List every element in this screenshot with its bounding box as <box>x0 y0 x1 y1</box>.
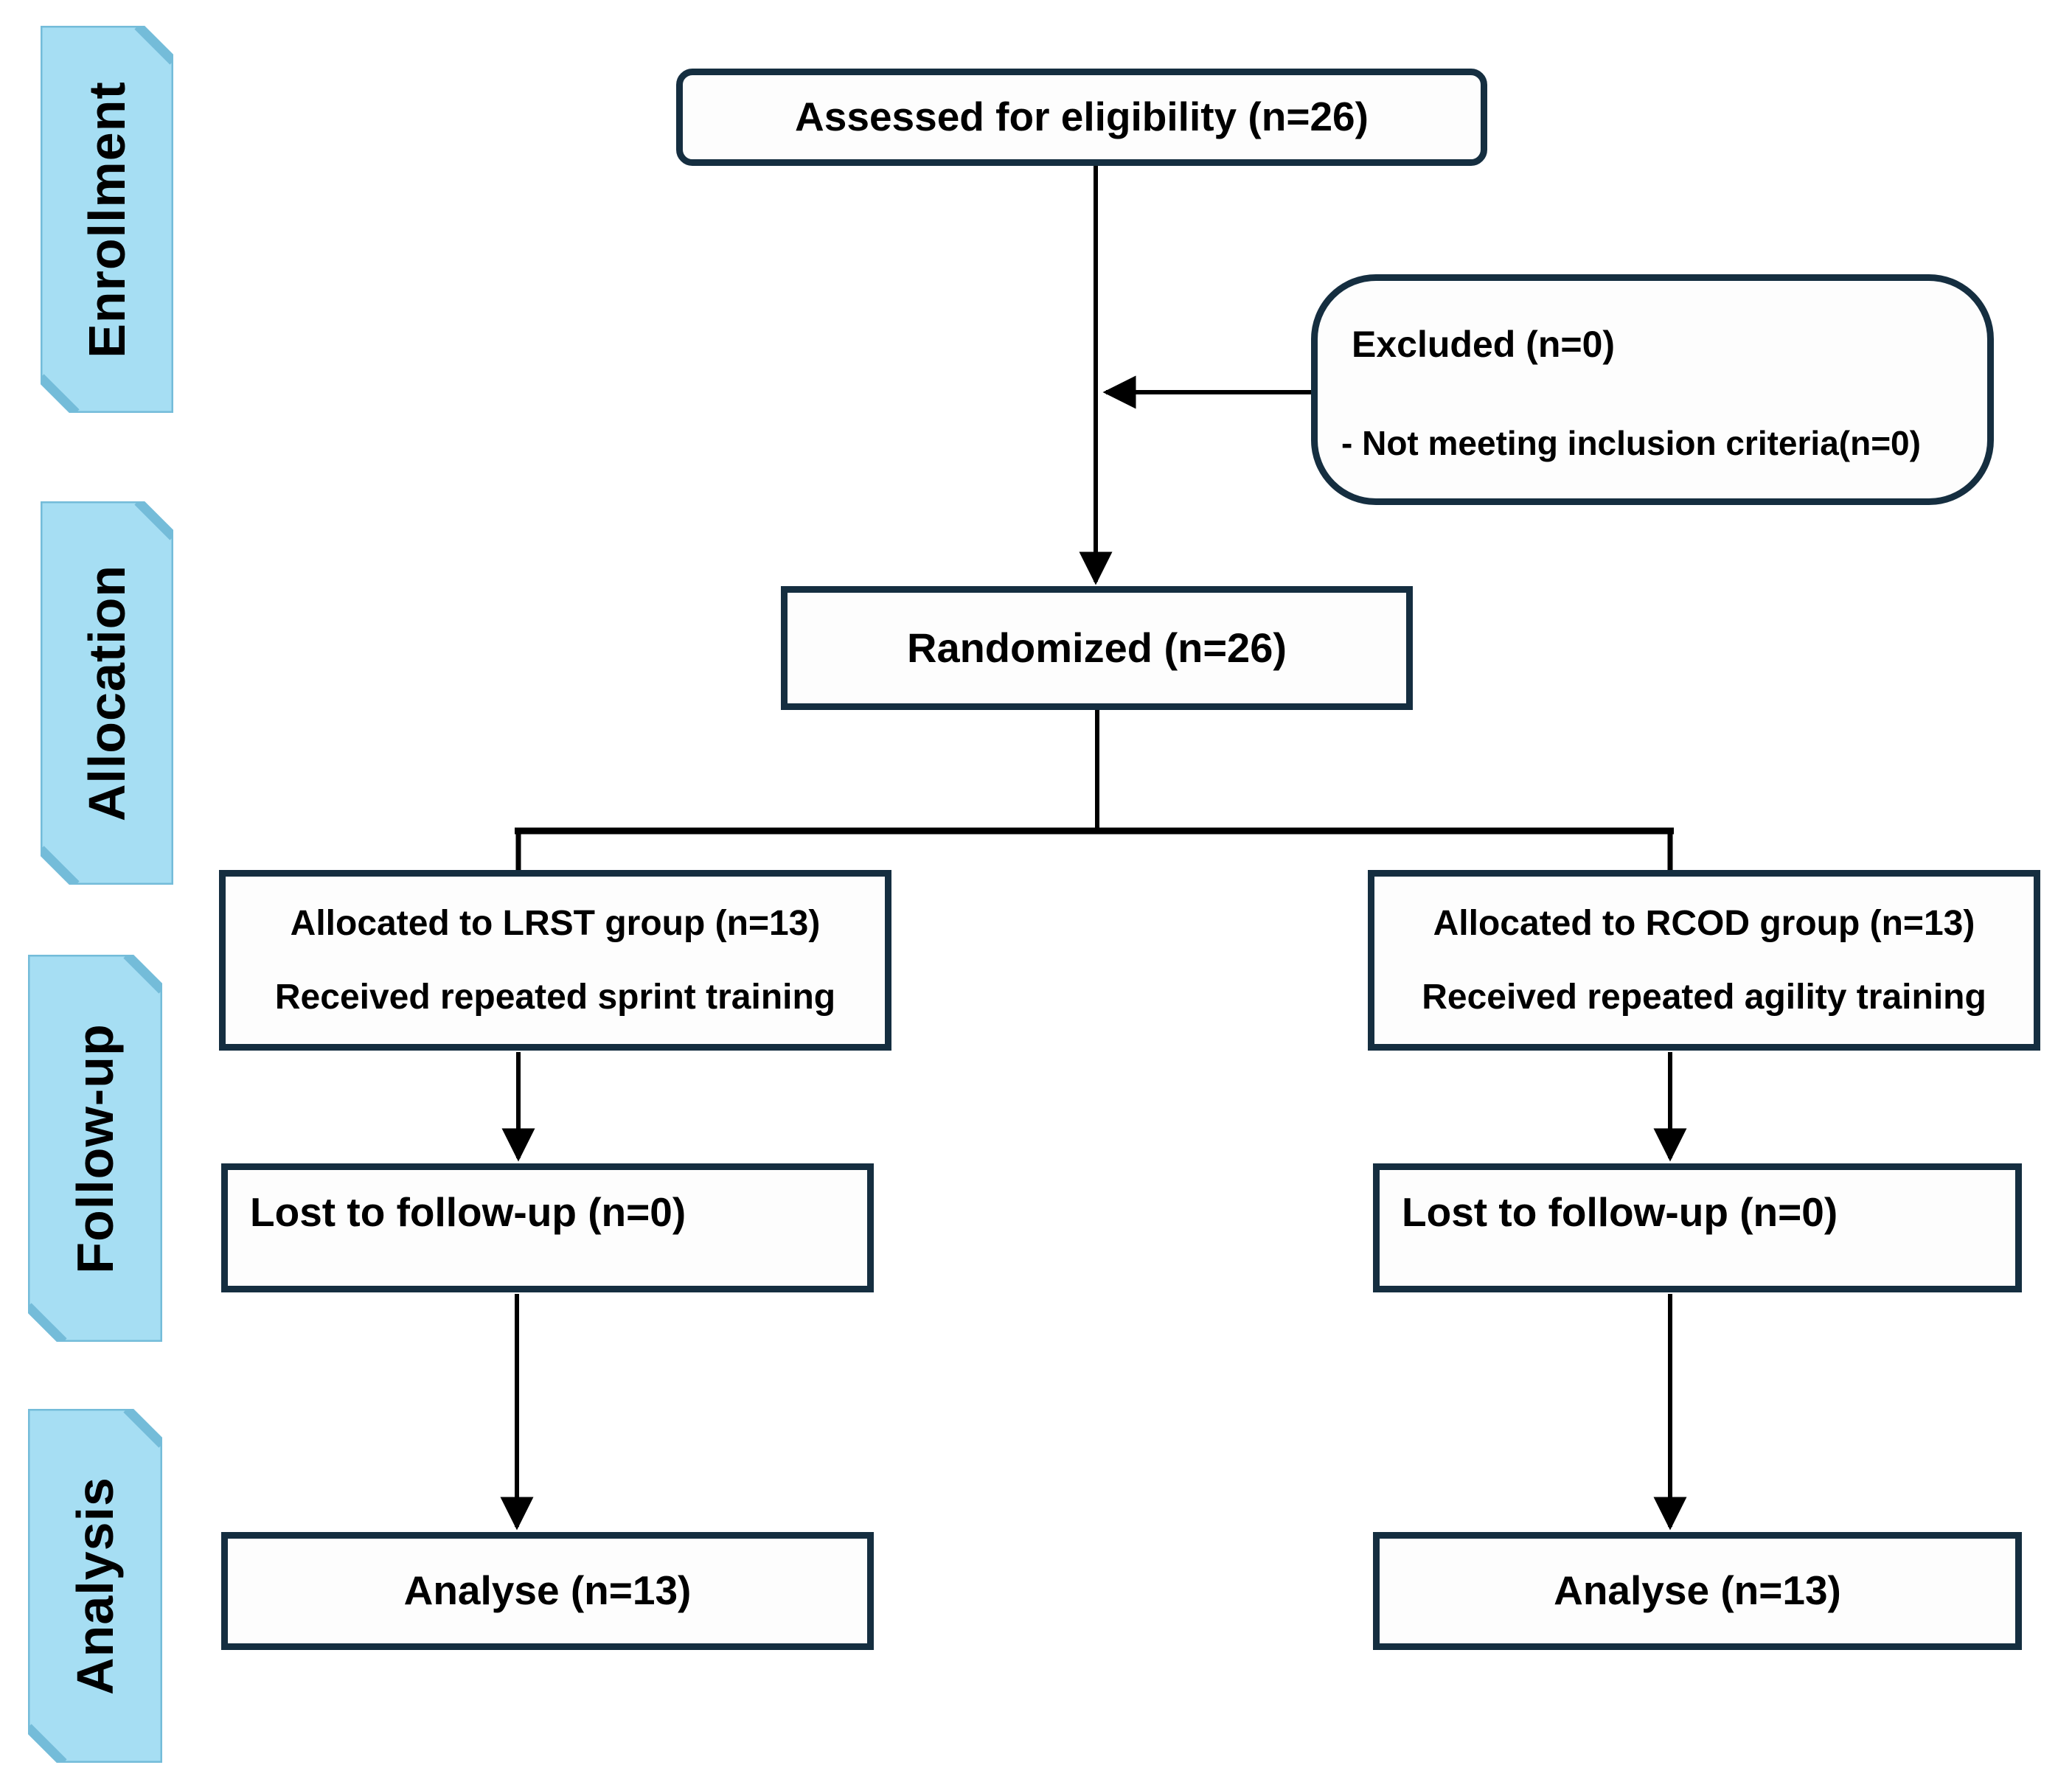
analysed-rcod-box: Analyse (n=13) <box>1373 1532 2022 1650</box>
banner-shape <box>28 1409 162 1763</box>
banner-shape <box>41 26 173 413</box>
excluded-title: Excluded (n=0) <box>1352 324 1616 365</box>
analysed-rcod-text: Analyse (n=13) <box>1554 1567 1841 1614</box>
excluded-box: Excluded (n=0) - Not meeting inclusion c… <box>1311 274 1994 505</box>
banner-shape <box>28 955 162 1342</box>
assessed-eligibility-text: Assessed for eligibility (n=26) <box>795 94 1369 140</box>
randomized-text: Randomized (n=26) <box>907 624 1287 671</box>
analysed-lrst-text: Analyse (n=13) <box>403 1567 692 1614</box>
stage-label-allocation: Allocation <box>78 564 136 822</box>
lost-followup-rcod-box: Lost to follow-up (n=0) <box>1373 1163 2022 1292</box>
lost-followup-rcod-text: Lost to follow-up (n=0) <box>1402 1189 1838 1235</box>
allocated-lrst-line1: Allocated to LRST group (n=13) <box>290 903 821 943</box>
stage-label-followup: Follow-up <box>66 1023 124 1274</box>
stage-label-analysis: Analysis <box>66 1477 124 1695</box>
assessed-eligibility-box: Assessed for eligibility (n=26) <box>676 69 1487 166</box>
stage-label-enrollment: Enrollment <box>78 80 136 358</box>
stage-banner-followup: Follow-up <box>28 955 162 1342</box>
randomized-box: Randomized (n=26) <box>781 586 1413 710</box>
allocated-rcod-box: Allocated to RCOD group (n=13) Received … <box>1368 870 2040 1051</box>
stage-banner-allocation: Allocation <box>41 501 173 885</box>
banner-shape <box>41 501 173 885</box>
allocated-rcod-line1: Allocated to RCOD group (n=13) <box>1433 903 1975 943</box>
stage-banner-enrollment: Enrollment <box>41 26 173 413</box>
lost-followup-lrst-text: Lost to follow-up (n=0) <box>250 1189 686 1235</box>
analysed-lrst-box: Analyse (n=13) <box>221 1532 874 1650</box>
lost-followup-lrst-box: Lost to follow-up (n=0) <box>221 1163 874 1292</box>
allocated-rcod-line2: Received repeated agility training <box>1422 978 1986 1017</box>
allocated-lrst-line2: Received repeated sprint training <box>274 978 836 1017</box>
stage-banner-analysis: Analysis <box>28 1409 162 1763</box>
excluded-reason: - Not meeting inclusion criteria(n=0) <box>1341 423 1921 462</box>
allocated-lrst-box: Allocated to LRST group (n=13) Received … <box>219 870 891 1051</box>
